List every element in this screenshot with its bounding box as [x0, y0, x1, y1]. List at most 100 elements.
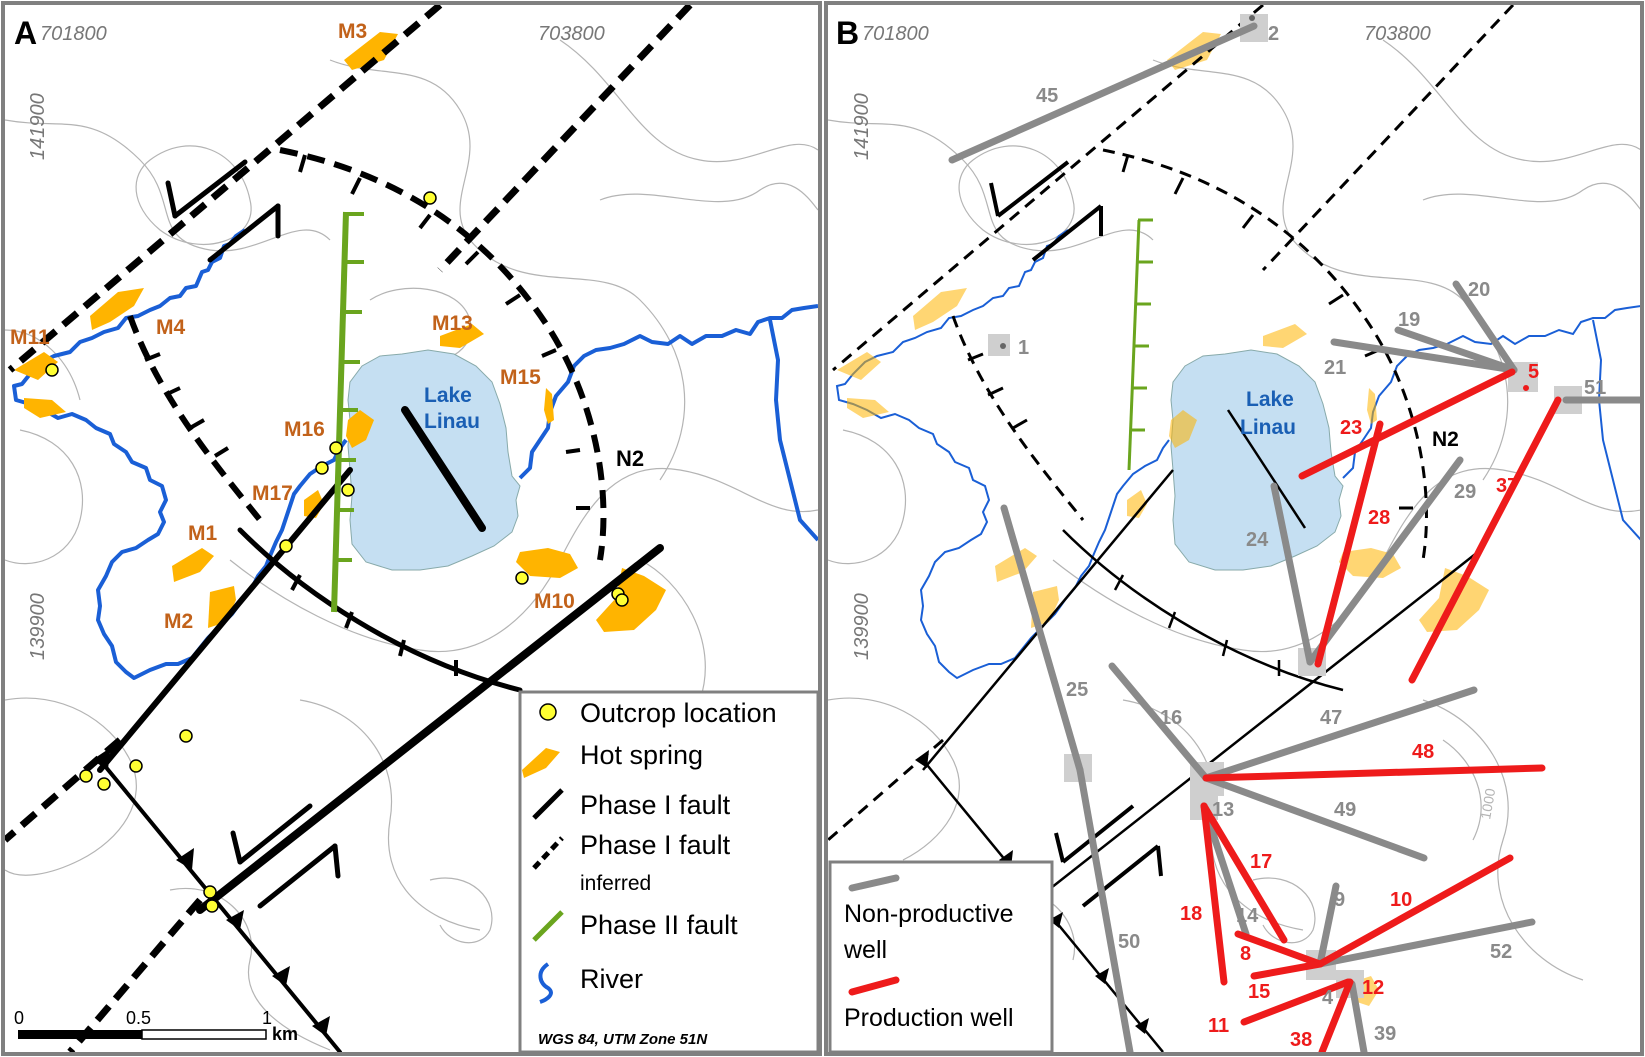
- well-47: [1202, 686, 1478, 782]
- label-well-9: 9: [1334, 889, 1345, 911]
- inferred-faults-b: [828, 5, 1515, 842]
- label-pad-4: 4: [1322, 987, 1334, 1009]
- northing-top-b: 141900: [851, 93, 873, 160]
- outcrop-icon: [539, 703, 557, 721]
- datum-label: WGS 84, UTM Zone 51N: [538, 1031, 708, 1048]
- well-25-up: [1000, 504, 1084, 774]
- hot-spring-icon: [522, 748, 560, 778]
- label-well-49: 49: [1334, 799, 1356, 821]
- scale-unit: km: [272, 1024, 298, 1044]
- label-m1: M1: [188, 522, 217, 545]
- river-east-branch: [768, 319, 818, 542]
- legend-inferred-word: inferred: [580, 872, 651, 895]
- phase1-fault-icon: [532, 788, 564, 820]
- label-m17: M17: [252, 482, 293, 505]
- well-29: [1306, 456, 1464, 666]
- fault-ticks: [290, 574, 458, 676]
- label-well-28: 28: [1368, 507, 1390, 529]
- scale-half: 0.5: [126, 1008, 151, 1028]
- label-pad-2: 2: [1268, 23, 1279, 45]
- contour-label-1000: 1000: [1477, 787, 1498, 821]
- pad-labels: 1 2 4 13: [1018, 23, 1334, 1009]
- label-well-23: 23: [1340, 417, 1362, 439]
- label-m3: M3: [338, 20, 367, 43]
- legend-phase1-inferred: Phase I fault: [580, 830, 731, 860]
- pad-1: [988, 334, 1010, 356]
- dashed-ticks-b: [967, 154, 1413, 510]
- label-m10: M10: [534, 590, 575, 613]
- label-well-38: 38: [1290, 1029, 1312, 1051]
- legend-river: River: [580, 964, 643, 994]
- label-well-50: 50: [1118, 931, 1140, 953]
- panel-letter-b: B: [836, 15, 859, 51]
- well-20: [1452, 280, 1518, 374]
- well-labels-production: 23 28 37 48 17 18 10 8 15 12 11 38: [1180, 417, 1518, 1051]
- pad-1-dot: [1000, 343, 1006, 349]
- pad-2-dot: [1249, 15, 1255, 21]
- legend-a: Outcrop location Hot spring Phase I faul…: [518, 690, 820, 1054]
- label-m4: M4: [156, 316, 185, 339]
- label-well-37: 37: [1496, 475, 1518, 497]
- well-15: [1250, 960, 1324, 980]
- legend-b: Non-productive well Production well: [828, 860, 1054, 1054]
- label-well-14: 14: [1236, 905, 1259, 927]
- hot-spring-labels: M3 M4 M11 M13 M15 M16 M17 M1 M2 M10: [10, 20, 575, 633]
- label-well-29: 29: [1454, 481, 1476, 503]
- legend-production: Production well: [844, 1004, 1014, 1032]
- northing-top-a: 141900: [27, 93, 49, 160]
- lake-label-b-2: Linau: [1240, 416, 1296, 439]
- outcrop-locations: [45, 191, 629, 913]
- lake-label-a-2: Linau: [424, 410, 480, 433]
- well-8: [1234, 930, 1324, 968]
- label-m13: M13: [432, 312, 473, 335]
- phase1-inferred-icon: [532, 836, 564, 870]
- well-39: [1348, 980, 1368, 1052]
- label-well-15: 15: [1248, 981, 1270, 1003]
- label-m15: M15: [500, 366, 541, 389]
- legend-nonproductive-2: well: [843, 936, 887, 964]
- label-well-11: 11: [1208, 1015, 1229, 1037]
- production-wells: [1200, 368, 1562, 1052]
- label-m16: M16: [284, 418, 325, 441]
- easting-left-a: 701800: [40, 23, 107, 45]
- phase1-faults-solid: [97, 159, 664, 1052]
- well-37: [1408, 396, 1562, 684]
- well-23: [1298, 368, 1516, 480]
- faults-b: [922, 160, 1484, 1052]
- fault-label-n2-a: N2: [616, 446, 644, 471]
- well-17: [1200, 802, 1288, 944]
- label-well-52: 52: [1490, 941, 1512, 963]
- label-well-16: 16: [1160, 707, 1182, 729]
- well-11: [1240, 978, 1352, 1026]
- label-pad-1: 1: [1018, 337, 1029, 359]
- legend-nonproductive-1: Non-productive: [844, 900, 1014, 928]
- well-52: [1316, 918, 1536, 968]
- label-well-12: 12: [1362, 977, 1384, 999]
- label-well-39: 39: [1374, 1023, 1396, 1045]
- well-48: [1202, 764, 1546, 782]
- legend-outcrop: Outcrop location: [580, 698, 777, 728]
- legend-hot-spring: Hot spring: [580, 740, 703, 770]
- label-well-25: 25: [1066, 679, 1088, 701]
- well-14: [1200, 802, 1250, 938]
- lake-linau-b: [1170, 349, 1344, 571]
- label-well-24: 24: [1246, 529, 1269, 551]
- well-18: [1200, 802, 1228, 986]
- river-icon: [538, 962, 553, 1004]
- legend-phase1: Phase I fault: [580, 790, 731, 820]
- easting-left-b: 701800: [862, 23, 929, 45]
- northing-bottom-a: 139900: [27, 593, 49, 660]
- phase2-fault: [331, 211, 364, 613]
- well-49: [1202, 774, 1428, 862]
- nonproductive-well-icon: [848, 874, 900, 892]
- easting-right-a: 703800: [538, 23, 605, 45]
- label-pad-13: 13: [1212, 799, 1234, 821]
- well-9: [1316, 882, 1340, 968]
- lake-label-a-1: Lake: [424, 384, 472, 407]
- label-well-18: 18: [1180, 903, 1202, 925]
- production-well-icon: [848, 976, 900, 996]
- label-well-8: 8: [1240, 943, 1251, 965]
- panel-letter-a: A: [14, 15, 37, 51]
- pad-5-dot: [1523, 385, 1529, 391]
- hot-springs: [14, 32, 666, 632]
